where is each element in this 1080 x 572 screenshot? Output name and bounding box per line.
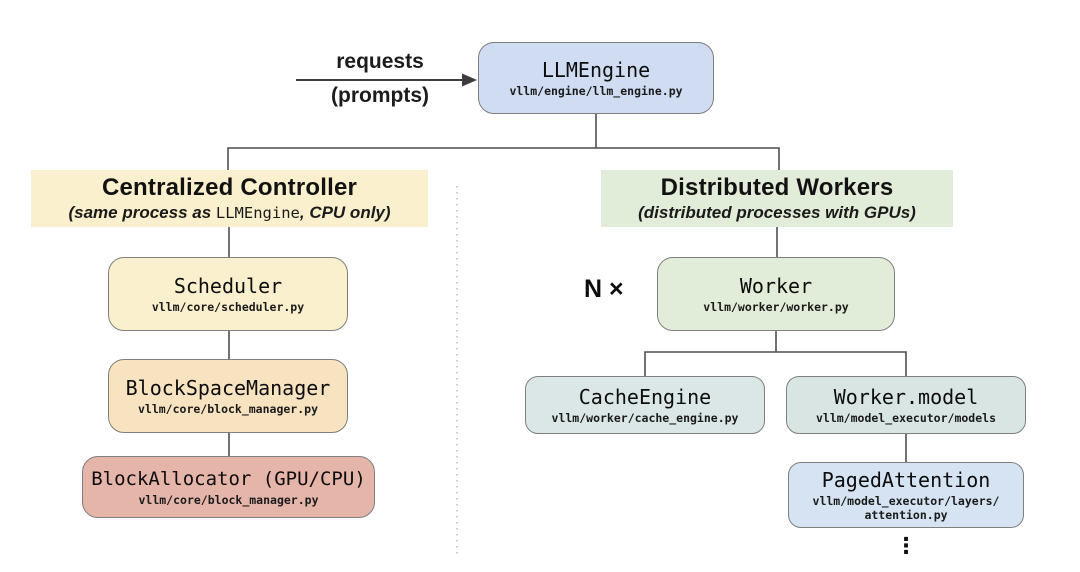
node-cacheengine-path: vllm/worker/cache_engine.py [551,411,739,425]
node-blockallocator-path: vllm/core/block_manager.py [138,493,319,507]
section-centralized-controller-subtitle: (same process as LLMEngine, CPU only) [68,203,390,223]
subtitle-suffix: , CPU only) [299,203,391,222]
node-llmengine-path: vllm/engine/llm_engine.py [509,84,683,98]
node-workermodel: Worker.model vllm/model_executor/models [786,376,1026,434]
node-blockspacemanager-title: BlockSpaceManager [125,376,331,400]
subtitle-prefix: (same process as [68,203,216,222]
node-pagedattention-title: PagedAttention [821,468,991,492]
node-scheduler-path: vllm/core/scheduler.py [151,300,305,314]
node-pagedattention-path-line1: vllm/model_executor/layers/ [812,494,1000,508]
node-blockallocator: BlockAllocator (GPU/CPU) vllm/core/block… [82,456,375,518]
section-distributed-workers: Distributed Workers (distributed process… [601,170,953,227]
node-worker-path: vllm/worker/worker.py [703,300,849,314]
requests-label: requests [336,50,424,73]
node-blockspacemanager-path: vllm/core/block_manager.py [137,402,318,416]
node-blockspacemanager: BlockSpaceManager vllm/core/block_manage… [108,359,348,433]
subtitle-code: LLMEngine [215,204,300,222]
prompts-label: (prompts) [331,84,429,107]
node-llmengine-title: LLMEngine [541,58,651,82]
section-distributed-workers-title: Distributed Workers [660,174,894,201]
node-blockallocator-title: BlockAllocator (GPU/CPU) [91,468,366,490]
node-llmengine: LLMEngine vllm/engine/llm_engine.py [478,42,714,114]
node-workermodel-path: vllm/model_executor/models [815,411,996,425]
section-centralized-controller: Centralized Controller (same process as … [31,170,428,227]
section-distributed-workers-subtitle: (distributed processes with GPUs) [638,203,916,222]
section-centralized-controller-title: Centralized Controller [101,174,358,201]
node-scheduler-title: Scheduler [173,274,283,298]
node-cacheengine: CacheEngine vllm/worker/cache_engine.py [525,376,765,434]
node-pagedattention: PagedAttention vllm/model_executor/layer… [788,462,1024,528]
node-worker: Worker vllm/worker/worker.py [657,257,895,331]
node-pagedattention-path-line2: attention.py [864,508,948,522]
more-layers-ellipsis: ⋮ [895,534,917,559]
node-workermodel-title: Worker.model [833,385,979,409]
node-cacheengine-title: CacheEngine [578,385,712,409]
node-scheduler: Scheduler vllm/core/scheduler.py [108,257,348,331]
node-worker-title: Worker [739,274,813,298]
worker-multiplier-label: N × [584,275,624,303]
